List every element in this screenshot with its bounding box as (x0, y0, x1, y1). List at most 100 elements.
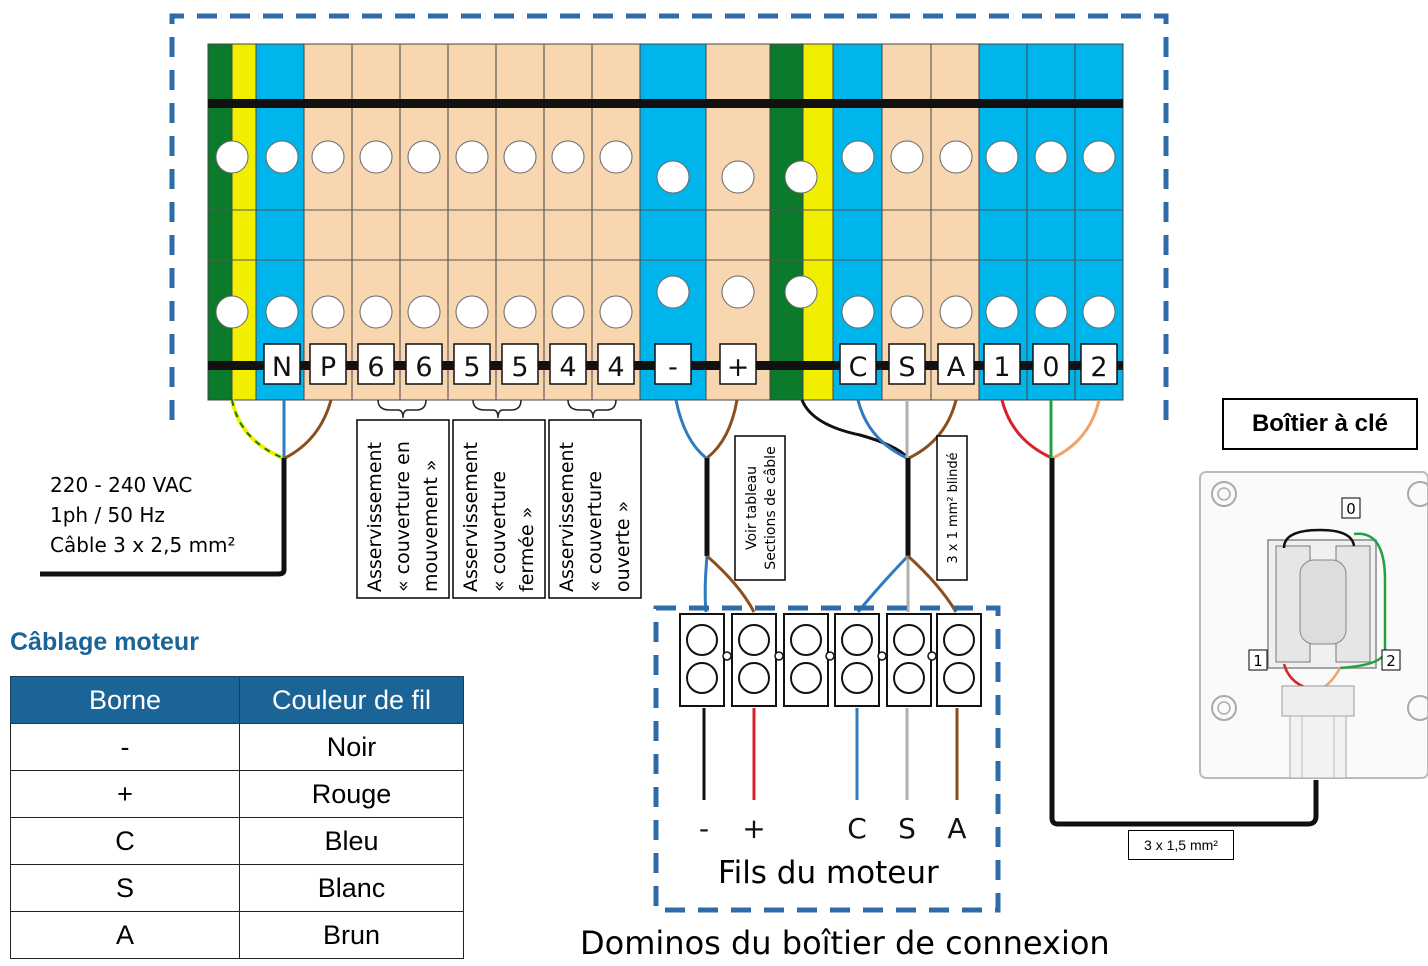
terminal-hole (656, 275, 690, 309)
shielded-cable-note-text: 3 x 1 mm² blindé (946, 452, 961, 563)
terminal-label: S (888, 343, 926, 385)
terminal-hole (503, 295, 537, 329)
terminal-label-text: P (320, 352, 336, 383)
column-header-wire-color: Couleur de fil (239, 676, 464, 724)
column-header-terminal: Borne (10, 676, 240, 724)
motor-wire-tails (702, 708, 959, 800)
mains-phase: 1ph / 50 Hz (50, 503, 165, 527)
feedback-boxes: Asservissement « couverture en mouvement »… (356, 419, 642, 599)
terminal-label-text: 6 (367, 352, 384, 383)
terminal-label: 6 (405, 343, 443, 385)
terminal-strip (231, 43, 257, 401)
terminal-hole (599, 140, 633, 174)
terminal-hole (841, 295, 875, 329)
terminal-strip (802, 43, 834, 401)
table-cell-terminal: S (10, 864, 240, 912)
key-switch-wires (1000, 399, 1319, 827)
terminal-label-text: 5 (463, 352, 480, 383)
keybox-title: Boîtier à clé (1222, 398, 1418, 450)
terminal-hole (599, 295, 633, 329)
feedback-box-line3: mouvement » (420, 460, 442, 592)
terminal-hole (503, 140, 537, 174)
table-cell-color: Rouge (239, 770, 464, 818)
terminal-hole (1034, 140, 1068, 174)
feedback-box-line2: « couverture (584, 471, 606, 592)
domino-cell (783, 613, 829, 707)
table-cell-terminal: A (10, 911, 240, 959)
terminal-label: 0 (1032, 343, 1070, 385)
terminal-hole (890, 140, 924, 174)
terminal-hole (656, 160, 690, 194)
terminal-label-text: 6 (415, 352, 432, 383)
feedback-box-line3: ouverte » (612, 501, 634, 592)
terminal-hole (455, 140, 489, 174)
domino-screw (722, 651, 732, 661)
domino-cell (886, 613, 932, 707)
feedback-box-line2: « couverture en (392, 441, 414, 592)
terminal-hole (215, 295, 249, 329)
table-cell-terminal: + (10, 770, 240, 818)
terminal-label-text: 4 (559, 352, 576, 383)
domino-cell (936, 613, 982, 707)
terminal-hole (1082, 295, 1116, 329)
terminal-hole (407, 295, 441, 329)
table-cell-terminal: C (10, 817, 240, 865)
terminal-hole (1034, 295, 1068, 329)
motor-wires-caption: Fils du moteur (718, 855, 939, 891)
domino-connector (679, 613, 982, 707)
motor-wire-label: A (947, 812, 966, 845)
motor-enclosure-dashed (653, 605, 1001, 913)
terminal-strip (769, 43, 804, 401)
feedback-box-line3: fermée » (516, 507, 538, 592)
terminal-hole (265, 295, 299, 329)
mains-supply-label: 220 - 240 VAC 1ph / 50 Hz Câble 3 x 2,5 … (50, 470, 236, 560)
feedback-box-line1: Asservissement (364, 442, 386, 592)
terminal-label-text: + (727, 352, 750, 383)
terminal-hole (265, 140, 299, 174)
terminal-hole (407, 140, 441, 174)
mains-cable (40, 458, 287, 577)
terminal-hole (359, 295, 393, 329)
motor-power-wires (674, 399, 756, 613)
mains-wires (230, 399, 333, 460)
terminal-hole (215, 140, 249, 174)
terminal-hole (784, 275, 818, 309)
terminal-hole (985, 140, 1019, 174)
terminal-label: + (719, 343, 757, 385)
table-cell-color: Blanc (239, 864, 464, 912)
motor-wiring-table: Borne Couleur de fil - Noir + Rouge C Bl… (10, 676, 464, 959)
terminal-hole (721, 160, 755, 194)
motor-wire-label: S (898, 812, 916, 845)
terminal-hole (721, 275, 755, 309)
terminal-label-text: 1 (993, 352, 1010, 383)
feedback-box: Asservissement « couverture en mouvement » (356, 419, 450, 599)
domino-screw (877, 651, 887, 661)
feedback-braces (377, 399, 617, 419)
terminal-hole (784, 160, 818, 194)
terminal-strip (207, 43, 233, 401)
terminal-label-text: 2 (1090, 352, 1107, 383)
terminal-label-text: S (898, 352, 915, 383)
terminal-hole (985, 295, 1019, 329)
table-row: C Bleu (10, 817, 464, 865)
domino-screw (774, 651, 784, 661)
feedback-box-line2: « couverture (488, 471, 510, 592)
terminal-hole (359, 140, 393, 174)
terminal-label-text: A (947, 352, 966, 383)
domino-screw (825, 651, 835, 661)
terminal-hole (890, 295, 924, 329)
terminal-label: - (654, 343, 692, 385)
terminal-hole (311, 140, 345, 174)
table-cell-color: Noir (239, 723, 464, 771)
terminal-top-bar (208, 99, 1123, 108)
connection-box-caption: Dominos du boîtier de connexion (580, 924, 1110, 962)
motor-wire-label: + (742, 812, 765, 845)
table-cell-terminal: - (10, 723, 240, 771)
terminal-label: 1 (983, 343, 1021, 385)
terminal-label: N (263, 343, 301, 385)
terminal-label-text: 5 (511, 352, 528, 383)
